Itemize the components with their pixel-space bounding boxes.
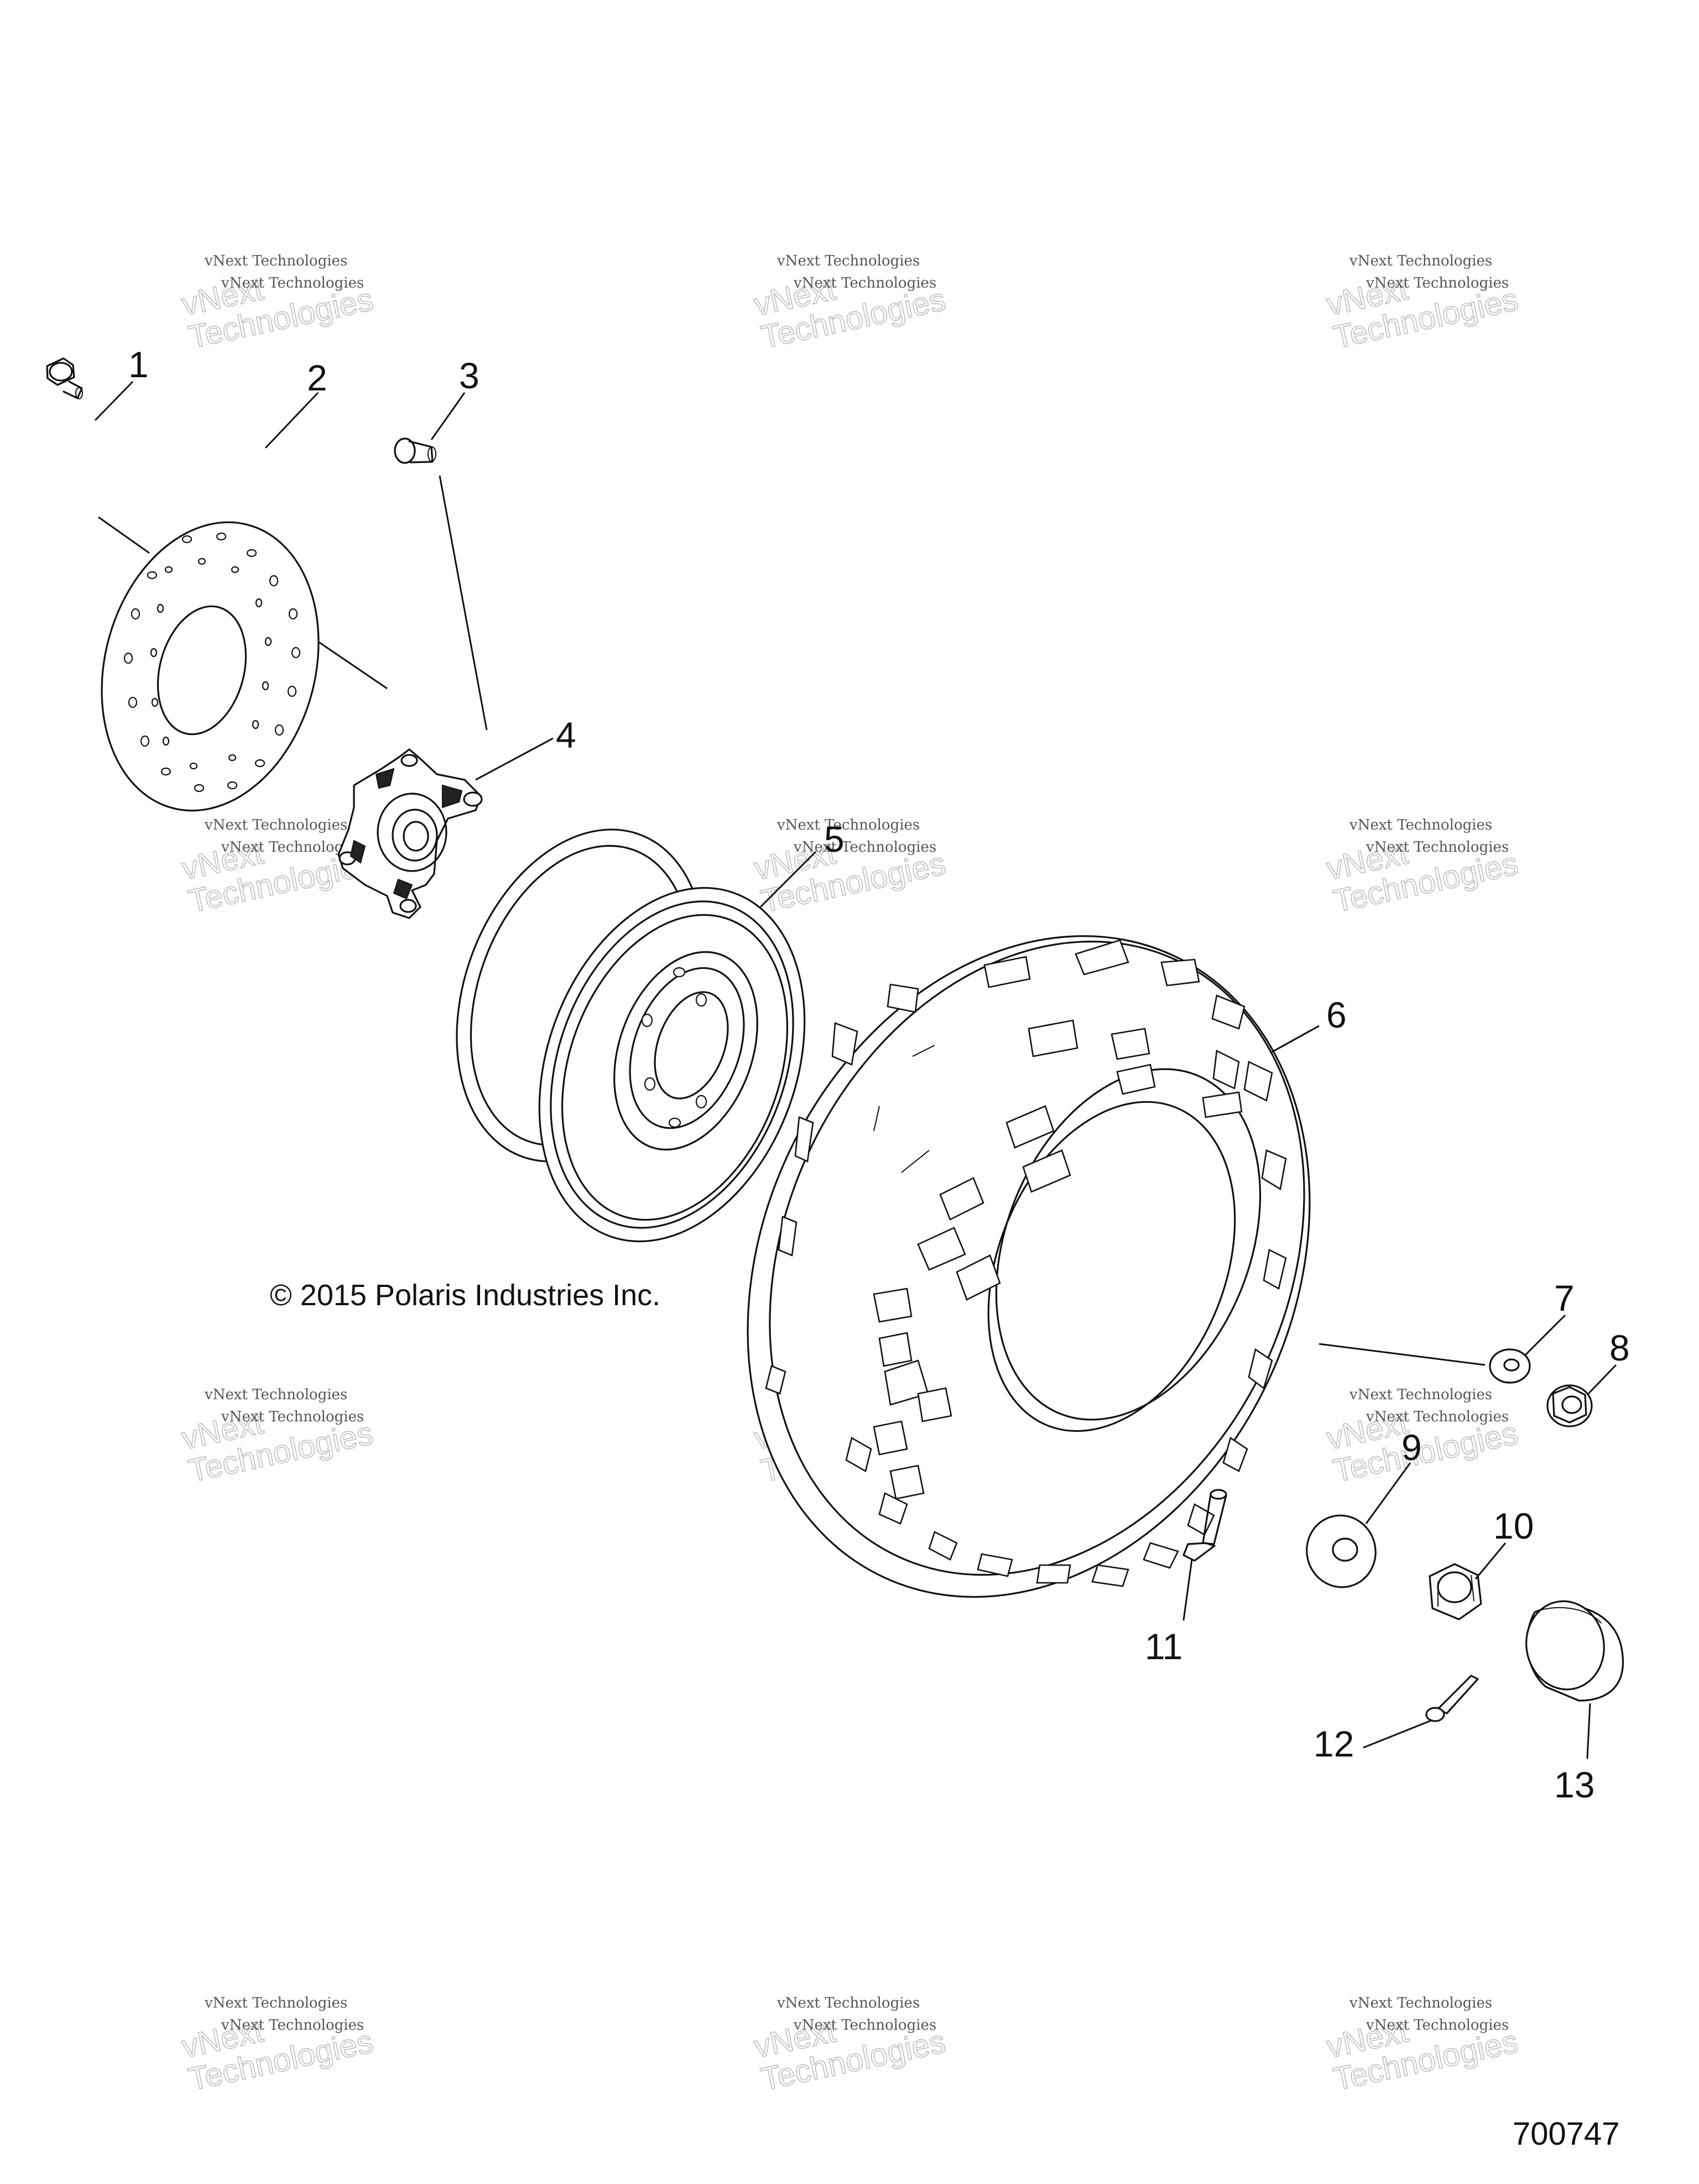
part-5-rim xyxy=(456,828,806,1243)
watermark-small-line1: vNext Technologies xyxy=(204,253,347,269)
leader-6 xyxy=(1271,1025,1320,1053)
watermark-small-line2: vNext Technologies xyxy=(1366,275,1509,291)
leader-5 xyxy=(759,851,817,908)
watermark-small-line2: vNext Technologies xyxy=(1366,2017,1509,2034)
callout-3: 3 xyxy=(459,355,480,396)
callouts: 1 2 3 4 5 6 7 8 9 10 11 12 13 xyxy=(128,344,1630,1805)
leader-11 xyxy=(1182,1559,1193,1621)
leader-8 xyxy=(1587,1364,1617,1395)
watermark: vNext Technologies vNext Technologies vN… xyxy=(1323,817,1521,920)
leader-1 xyxy=(94,380,134,421)
callout-13: 13 xyxy=(1554,1764,1594,1805)
watermark-small-line1: vNext Technologies xyxy=(204,1995,347,2011)
part-9-washer xyxy=(1306,1514,1377,1588)
watermark: vNext Technologies vNext Technologies vN… xyxy=(178,1995,377,2098)
callout-12: 12 xyxy=(1314,1723,1354,1764)
watermark: vNext Technologies vNext Technologies vN… xyxy=(751,1995,949,2098)
leader-4 xyxy=(475,737,554,781)
leader-lines xyxy=(94,380,1617,1759)
watermark: vNext Technologies vNext Technologies vN… xyxy=(1323,1995,1521,2098)
part-3-bolt xyxy=(394,437,436,464)
leader-13 xyxy=(1586,1703,1591,1759)
part-11-valve-stem xyxy=(1182,1489,1227,1562)
part-1-bolt xyxy=(46,357,83,399)
document-number: 700747 xyxy=(1513,2116,1620,2152)
watermark: vNext Technologies vNext Technologies vN… xyxy=(178,1386,377,1489)
watermark-small-line2: vNext Technologies xyxy=(793,839,936,856)
leader-2-axis xyxy=(317,640,388,690)
callout-10: 10 xyxy=(1493,1505,1534,1546)
leader-12 xyxy=(1363,1719,1433,1749)
watermark: vNext Technologies vNext Technologies vN… xyxy=(751,817,949,920)
watermark-small-line2: vNext Technologies xyxy=(221,2017,364,2034)
watermark: vNext Technologies vNext Technologies vN… xyxy=(751,253,949,356)
part-13-dust-cap xyxy=(1525,1600,1624,1702)
watermark-small-line2: vNext Technologies xyxy=(221,275,364,291)
part-12-cotter-pin xyxy=(1425,1675,1479,1722)
callout-5: 5 xyxy=(824,819,845,859)
leader-1-axis xyxy=(98,516,150,554)
callout-9: 9 xyxy=(1401,1427,1422,1468)
callout-4: 4 xyxy=(556,715,576,755)
part-2-brake-disc xyxy=(101,521,320,812)
watermark-small-line2: vNext Technologies xyxy=(1366,1409,1509,1425)
part-6-tire xyxy=(747,935,1311,1598)
leader-7 xyxy=(1524,1314,1566,1356)
watermark-small-line1: vNext Technologies xyxy=(1349,1995,1492,2011)
leader-9 xyxy=(1365,1462,1411,1524)
watermark-small-line1: vNext Technologies xyxy=(1349,253,1492,269)
leader-7-axis xyxy=(1318,1343,1486,1366)
callout-2: 2 xyxy=(307,357,327,398)
watermark-small-line2: vNext Technologies xyxy=(1366,839,1509,856)
watermark-small-line1: vNext Technologies xyxy=(776,1995,920,2011)
callout-7: 7 xyxy=(1554,1278,1575,1318)
watermark-small-line2: vNext Technologies xyxy=(221,1409,364,1425)
watermark-small-line2: vNext Technologies xyxy=(793,2017,936,2034)
watermark-small-line1: vNext Technologies xyxy=(1349,1386,1492,1403)
part-8-flange-nut xyxy=(1546,1384,1593,1427)
part-7-washer xyxy=(1489,1348,1531,1384)
callout-6: 6 xyxy=(1326,994,1347,1035)
callout-11: 11 xyxy=(1145,1626,1183,1667)
watermark-small-line1: vNext Technologies xyxy=(776,253,920,269)
watermark-small-line1: vNext Technologies xyxy=(204,1386,347,1403)
copyright-notice: © 2015 Polaris Industries Inc. xyxy=(270,1279,660,1312)
callout-1: 1 xyxy=(128,344,149,385)
watermark-small-line1: vNext Technologies xyxy=(1349,817,1492,833)
watermark: vNext Technologies vNext Technologies vN… xyxy=(178,253,377,356)
callout-8: 8 xyxy=(1609,1327,1630,1368)
watermark-small-line2: vNext Technologies xyxy=(793,275,936,291)
watermark-small-line1: vNext Technologies xyxy=(204,817,347,833)
watermark: vNext Technologies vNext Technologies vN… xyxy=(1323,1386,1521,1489)
leader-2 xyxy=(264,392,319,449)
part-10-nut xyxy=(1429,1563,1482,1620)
leader-3-axis xyxy=(439,475,488,731)
leader-3 xyxy=(430,392,466,440)
watermark-small-line1: vNext Technologies xyxy=(776,817,920,833)
part-4-hub xyxy=(337,748,483,919)
leader-10 xyxy=(1474,1542,1507,1580)
watermark: vNext Technologies vNext Technologies vN… xyxy=(1323,253,1521,356)
